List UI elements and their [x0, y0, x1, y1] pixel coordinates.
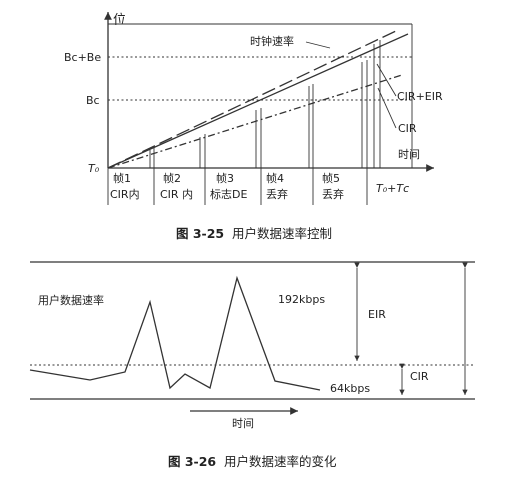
x-axis-label: 时间 — [398, 148, 420, 161]
frame-5-top: 帧5 — [322, 171, 340, 185]
cir-line — [107, 74, 403, 169]
cir-label: CIR — [398, 122, 417, 135]
low-rate-label: 64kbps — [330, 382, 370, 395]
frame-3-top: 帧3 — [216, 171, 234, 185]
fig1-caption-number: 图 3-25 — [176, 226, 224, 241]
y-axis-label: 位 — [113, 13, 126, 28]
fig1-caption-text: 用户数据速率控制 — [232, 226, 332, 241]
data-rate-curve — [29, 275, 321, 391]
frame-2-top: 帧2 — [163, 171, 181, 185]
frame-1-bottom: CIR内 — [110, 187, 140, 201]
frame-2-bottom: CIR 内 — [160, 187, 193, 201]
bc-label: Bc — [86, 94, 100, 107]
frame-4-bottom: 丢弃 — [266, 187, 288, 201]
frame-5-bottom: 丢弃 — [322, 187, 344, 201]
cir-leader — [377, 87, 397, 129]
eir-label: EIR — [368, 308, 386, 321]
clock-rate-line — [107, 33, 409, 169]
frame-3-bottom: 标志DE — [210, 187, 247, 201]
rate-label: 用户数据速率 — [38, 293, 104, 307]
peak-rate-label: 192kbps — [278, 293, 325, 306]
frame-1-top: 帧1 — [113, 171, 131, 185]
time-label: 时间 — [232, 417, 254, 430]
figure-3-26: 用户数据速率 192kbps 64kbps EIR CIR 时间 图 3-26 … — [29, 261, 475, 469]
cir-eir-label: CIR+EIR — [397, 90, 443, 103]
figure-3-25: 位 时间 Bc+Be Bc T₀ 时钟速率 CIR+EIR CIR — [64, 12, 443, 241]
cir-span-label: CIR — [410, 370, 429, 383]
origin-label: T₀ — [88, 162, 100, 175]
frame-4-top: 帧4 — [266, 171, 284, 185]
cir-eir-line — [107, 29, 399, 169]
clock-rate-leader — [305, 41, 331, 49]
frame-labels: 帧1 CIR内 帧2 CIR 内 帧3 标志DE 帧4 丢弃 帧5 丢弃 T₀+… — [110, 171, 409, 201]
fig2-caption-number: 图 3-26 — [168, 454, 216, 469]
bc-be-label: Bc+Be — [64, 51, 101, 64]
frame-bars — [149, 40, 381, 168]
fig2-caption-text: 用户数据速率的变化 — [224, 454, 337, 469]
frame-separators — [107, 168, 368, 205]
clock-rate-label: 时钟速率 — [250, 34, 294, 48]
end-time-label: T₀+Tᴄ — [376, 182, 409, 195]
